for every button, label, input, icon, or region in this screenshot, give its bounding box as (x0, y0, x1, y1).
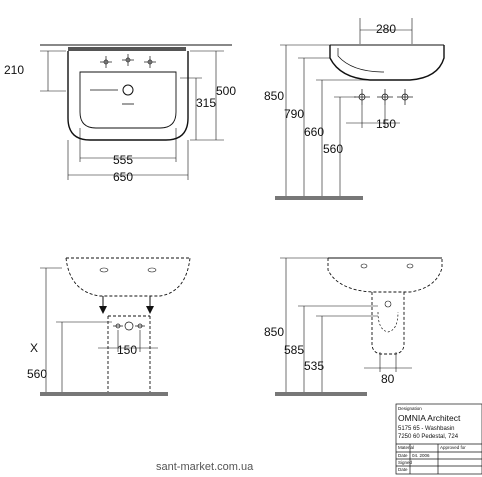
front-view-pedestal (40, 257, 191, 396)
dim-150-label-bottom: 150 (117, 343, 137, 357)
dim-585-label: 585 (284, 343, 304, 357)
dim-850-label-top: 850 (264, 89, 284, 103)
wall-fitting-icons (354, 89, 413, 105)
title-date-value: 04. 2006 (412, 453, 430, 458)
dim-535-label: 535 (304, 359, 324, 373)
title-row-label-2: Date (398, 453, 408, 458)
dim-150-label-top: 150 (376, 117, 396, 131)
title-approved-label: Approved for (440, 445, 466, 450)
dim-315-label: 315 (196, 96, 216, 110)
tap-hole-right (144, 56, 156, 68)
drain-icon (122, 84, 134, 96)
dim-560-label-top: 560 (323, 142, 343, 156)
title-line-2: 7250 60 Pedestal, 724 (398, 434, 459, 440)
title-row-label-3: Signed (398, 460, 413, 465)
dim-210-label: 210 (4, 63, 24, 77)
watermark: sant-market.com.ua (156, 461, 254, 473)
side-view-pedestal (275, 257, 443, 396)
title-row-label-4: Date (398, 467, 408, 472)
dim-555-label: 555 (113, 153, 133, 167)
dim-850-label-bottom: 850 (264, 325, 284, 339)
title-text: OMNIA Architect (398, 413, 461, 423)
title-designation-label: Designation (398, 406, 422, 411)
title-block (395, 403, 482, 475)
pedestal-fitting-icons (113, 321, 145, 331)
title-line-1: 5175 65 - Washbasin (398, 426, 454, 432)
tap-hole-left (100, 56, 112, 68)
front-view-basin (40, 44, 232, 180)
side-view-basin (275, 18, 445, 200)
dim-650-label: 650 (113, 170, 133, 184)
dim-790-label: 790 (284, 107, 304, 121)
dim-280-label: 280 (376, 22, 396, 36)
dim-500-label: 500 (216, 84, 236, 98)
dim-80-label: 80 (381, 372, 395, 386)
dim-660-label: 660 (304, 125, 324, 139)
title-row-label-1: Material (398, 445, 414, 450)
tap-hole-center (122, 54, 134, 66)
dim-560-label-bottom: 560 (27, 367, 47, 381)
dim-x-label: X (30, 341, 38, 355)
